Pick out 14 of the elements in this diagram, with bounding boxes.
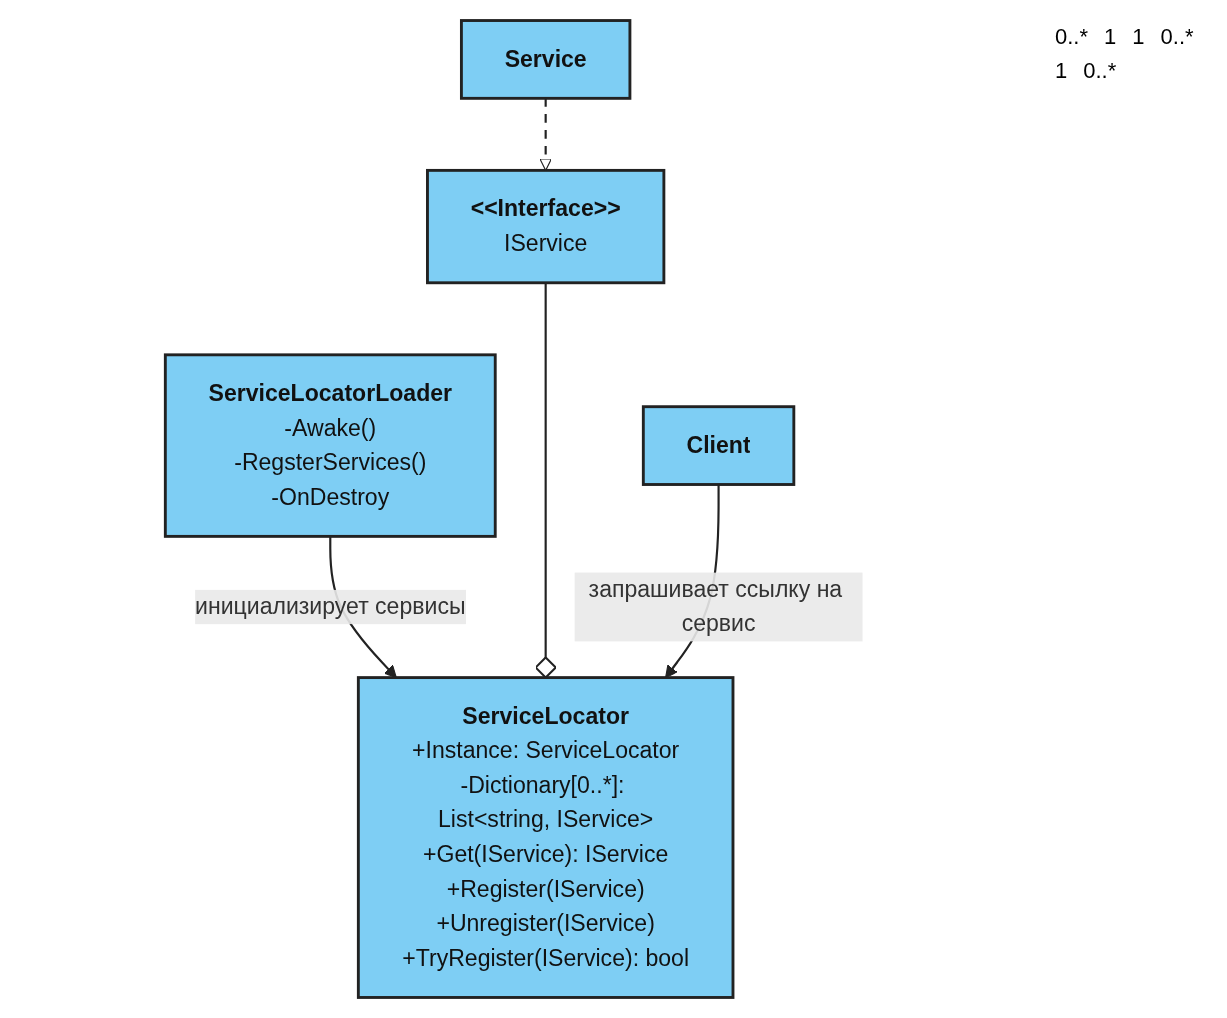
edge-label: запрашивает ссылку на сервис <box>588 576 842 636</box>
multiplicity-label: 1 <box>1104 24 1117 50</box>
multiplicity-label: 1 <box>1132 24 1145 50</box>
multiplicity-label: 1 <box>1055 58 1068 84</box>
multiplicity-label: 0..* <box>1083 58 1117 84</box>
node-box: Client <box>641 405 795 486</box>
multiplicity-label: 0..* <box>1055 24 1089 50</box>
node-box: Service <box>459 19 631 100</box>
node-box: ServiceLocator +Instance: ServiceLocator -Dictionary[0..*]: List<string, IService> +Get(IService): IService +Register(IService) +Unregister(IService) +TryRegister(IService): bool <box>356 676 734 999</box>
node-box: <<Interface>> IService <box>425 168 665 285</box>
multiplicity-label: 0..* <box>1160 24 1194 50</box>
arrow <box>538 98 552 171</box>
node-box: ServiceLocatorLoader -Awake() -RegsterServices() -OnDestroy <box>163 353 497 538</box>
edge-label: инициализирует сервисы <box>194 594 465 619</box>
